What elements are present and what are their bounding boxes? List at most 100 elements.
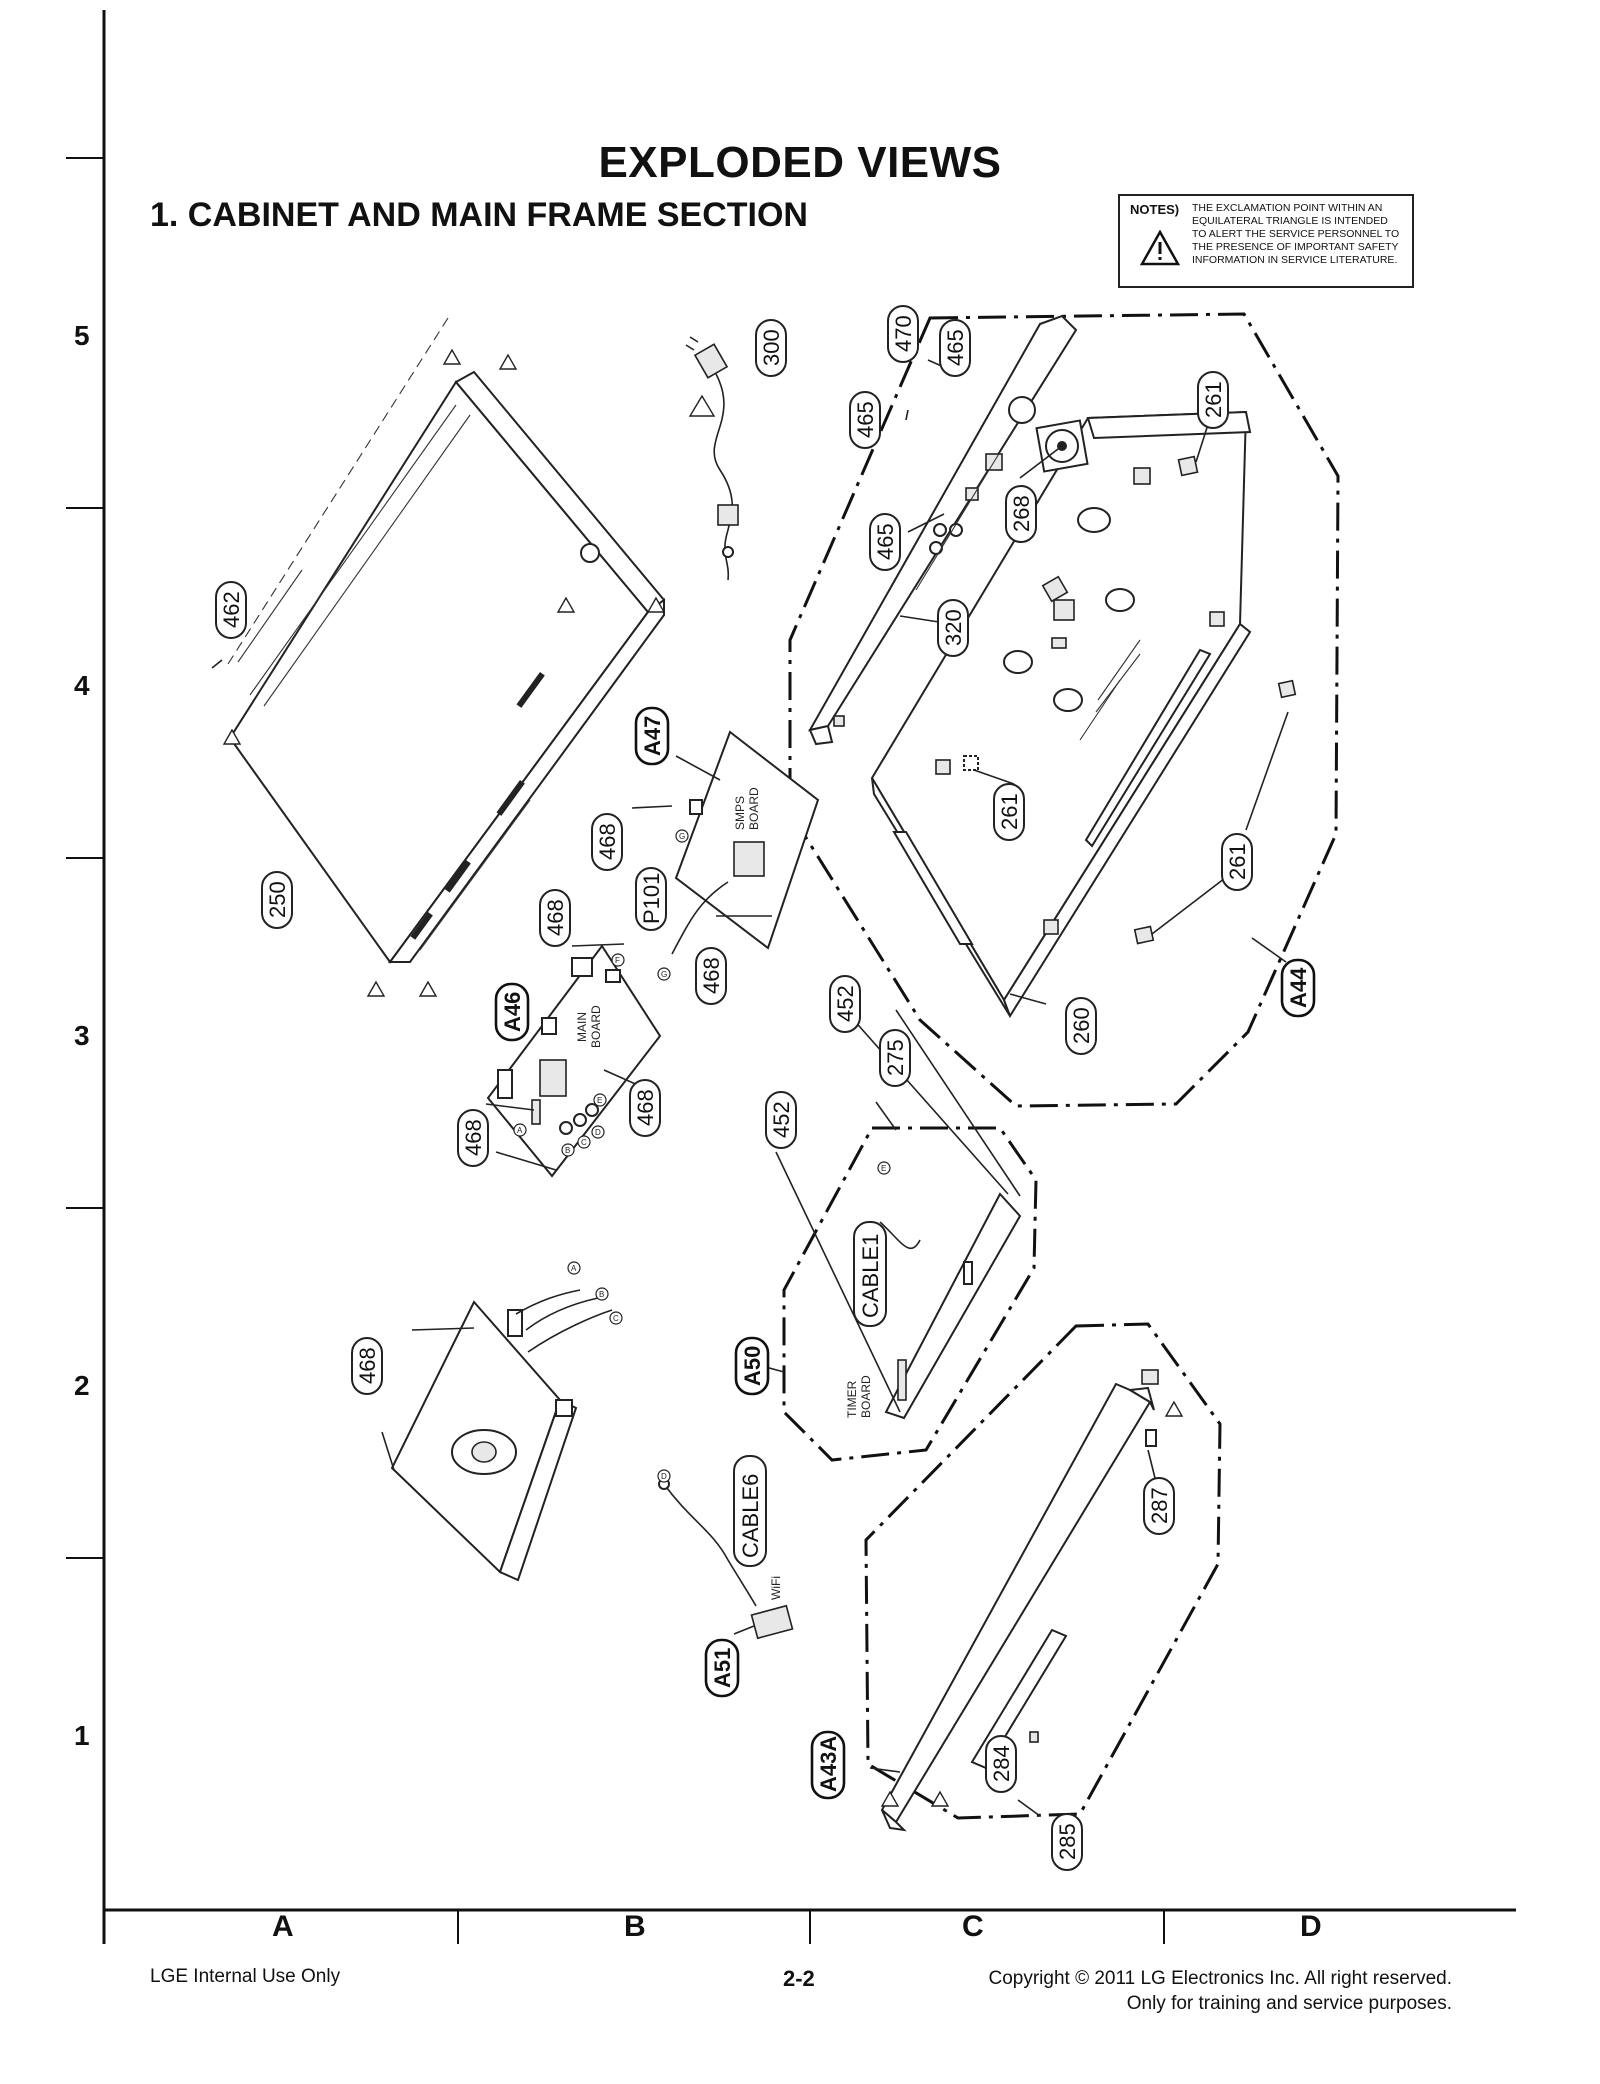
callout-462-text: 462 bbox=[219, 591, 244, 628]
callout-a44-text: A44 bbox=[1286, 967, 1311, 1008]
callout-465[interactable]: 465 bbox=[849, 391, 881, 449]
svg-text:A: A bbox=[571, 1264, 577, 1273]
svg-text:C: C bbox=[613, 1314, 619, 1323]
wifi-label: WiFi bbox=[769, 1576, 783, 1600]
callout-a50[interactable]: A50 bbox=[734, 1336, 770, 1396]
callout-a51-text: A51 bbox=[710, 1648, 735, 1688]
callout-285[interactable]: 285 bbox=[1051, 1813, 1083, 1871]
connector-marker-g2: G bbox=[675, 829, 689, 843]
callout-284-text: 284 bbox=[989, 1745, 1014, 1782]
timer-board-label: BOARD bbox=[859, 1375, 873, 1418]
grid-column-label: A bbox=[272, 1910, 294, 1943]
page-title: EXPLODED VIEWS bbox=[598, 138, 1002, 187]
callout-a47-text: A47 bbox=[640, 716, 665, 756]
front-panel-part bbox=[808, 314, 1078, 746]
callout-465[interactable]: 465 bbox=[939, 319, 971, 377]
smps-board-part bbox=[631, 730, 820, 955]
disc-drive-part bbox=[381, 1289, 613, 1582]
callout-a43a[interactable]: A43A bbox=[810, 1730, 846, 1800]
callout-261-text: 261 bbox=[1201, 381, 1226, 418]
callout-250-text: 250 bbox=[265, 881, 290, 918]
callout-261[interactable]: 261 bbox=[1197, 371, 1229, 429]
callout-284[interactable]: 284 bbox=[985, 1735, 1017, 1793]
callout-452-text: 452 bbox=[769, 1101, 794, 1138]
callout-468[interactable]: 468 bbox=[629, 1079, 661, 1137]
callout-a46[interactable]: A46 bbox=[494, 982, 530, 1042]
page-number: 2-2 bbox=[783, 1966, 815, 1991]
grid-row-label: 4 bbox=[74, 670, 90, 701]
callout-452-text: 452 bbox=[833, 985, 858, 1022]
connector-marker-c2: C bbox=[577, 1135, 591, 1149]
svg-text:F: F bbox=[615, 956, 620, 965]
callout-261[interactable]: 261 bbox=[993, 783, 1025, 841]
callout-268-text: 268 bbox=[1009, 495, 1034, 532]
power-cord-part bbox=[685, 336, 739, 581]
grid-column-label: D bbox=[1300, 1910, 1322, 1943]
grid-row-label: 3 bbox=[74, 1020, 90, 1051]
callout-p101[interactable]: P101 bbox=[635, 867, 667, 931]
callout-465[interactable]: 465 bbox=[869, 513, 901, 571]
svg-text:B: B bbox=[599, 1290, 604, 1299]
svg-text:A: A bbox=[517, 1126, 523, 1135]
pad-261-part bbox=[1177, 455, 1199, 477]
callout-250[interactable]: 250 bbox=[261, 871, 293, 929]
top-cover-part bbox=[211, 317, 666, 997]
callout-260[interactable]: 260 bbox=[1065, 997, 1097, 1055]
footer-internal-use: LGE Internal Use Only bbox=[150, 1966, 341, 1987]
smps-board-label: BOARD bbox=[747, 787, 761, 830]
grid-row-label: 2 bbox=[74, 1370, 90, 1401]
callout-268[interactable]: 268 bbox=[1005, 485, 1037, 543]
callout-275[interactable]: 275 bbox=[879, 1029, 911, 1087]
svg-text:E: E bbox=[881, 1164, 886, 1173]
svg-text:G: G bbox=[661, 970, 667, 979]
connector-marker-g: G bbox=[657, 967, 671, 981]
pad-261-part bbox=[1277, 679, 1297, 699]
callout-468-text: 468 bbox=[699, 957, 724, 994]
callout-285-text: 285 bbox=[1055, 1823, 1080, 1860]
main-board-label: MAIN bbox=[575, 1012, 589, 1042]
callout-287[interactable]: 287 bbox=[1143, 1477, 1175, 1535]
callout-261-text: 261 bbox=[1225, 843, 1250, 880]
connector-marker-e: E bbox=[877, 1161, 891, 1175]
callout-300[interactable]: 300 bbox=[755, 319, 787, 377]
callout-a44[interactable]: A44 bbox=[1280, 958, 1316, 1018]
callout-275-text: 275 bbox=[883, 1039, 908, 1076]
callout-468[interactable]: 468 bbox=[457, 1109, 489, 1167]
pad-261-part bbox=[1133, 925, 1155, 945]
callout-470[interactable]: 470 bbox=[887, 305, 919, 363]
grid-row-label: 1 bbox=[74, 1720, 90, 1751]
callout-a51[interactable]: A51 bbox=[704, 1638, 740, 1698]
connector-marker-a: A bbox=[567, 1261, 581, 1275]
callout-a50-text: A50 bbox=[740, 1346, 765, 1386]
connector-marker-d: D bbox=[657, 1469, 671, 1483]
main-board-part bbox=[485, 943, 662, 1178]
svg-text:B: B bbox=[565, 1146, 570, 1155]
svg-text:G: G bbox=[679, 832, 685, 841]
connector-marker-d2: D bbox=[591, 1125, 605, 1139]
connector-marker-c: C bbox=[609, 1311, 623, 1325]
callout-320[interactable]: 320 bbox=[937, 599, 969, 657]
callout-261-text: 261 bbox=[997, 793, 1022, 830]
callout-cable1[interactable]: CABLE1 bbox=[853, 1221, 887, 1327]
connector-marker-f: F bbox=[611, 953, 625, 967]
timer-board-label: TIMER bbox=[845, 1380, 859, 1418]
notes-text: THE EXCLAMATION POINT WITHIN AN EQUILATE… bbox=[1192, 202, 1400, 266]
callout-a43a-text: A43A bbox=[816, 1736, 841, 1792]
main-board-label: BOARD bbox=[589, 1005, 603, 1048]
callout-cable6[interactable]: CABLE6 bbox=[733, 1455, 767, 1567]
callout-p101-text: P101 bbox=[639, 873, 664, 924]
callout-468[interactable]: 468 bbox=[539, 889, 571, 947]
callout-a47[interactable]: A47 bbox=[634, 706, 670, 766]
callout-470-text: 470 bbox=[891, 315, 916, 352]
callout-462[interactable]: 462 bbox=[215, 581, 247, 639]
callout-468[interactable]: 468 bbox=[695, 947, 727, 1005]
callout-468[interactable]: 468 bbox=[351, 1337, 383, 1395]
callout-468-text: 468 bbox=[461, 1119, 486, 1156]
callout-452[interactable]: 452 bbox=[829, 975, 861, 1033]
callout-261[interactable]: 261 bbox=[1221, 833, 1253, 891]
callout-468[interactable]: 468 bbox=[591, 813, 623, 871]
safety-notes-box: NOTES) THE EXCLAMATION POINT WITHIN AN E… bbox=[1118, 194, 1414, 288]
callout-452[interactable]: 452 bbox=[765, 1091, 797, 1149]
callout-287-text: 287 bbox=[1147, 1487, 1172, 1524]
